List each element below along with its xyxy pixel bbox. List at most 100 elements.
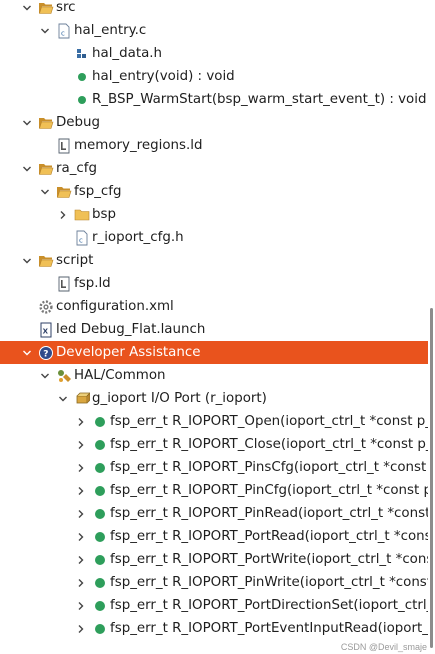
tree-row-label: hal_data.h — [92, 46, 163, 61]
expand-arrow-icon[interactable] — [39, 186, 51, 198]
expand-arrow-icon[interactable] — [21, 255, 33, 267]
expand-arrow-icon[interactable] — [21, 347, 33, 359]
tree-row-label: fsp_err_t R_IOPORT_Close(ioport_ctrl_t *… — [110, 437, 428, 452]
tree-row-label: hal_entry(void) : void — [92, 69, 235, 84]
collapse-arrow-icon[interactable] — [75, 462, 87, 474]
tree-row-hal-common[interactable]: HAL/Common — [0, 364, 428, 387]
svg-text:c: c — [61, 29, 65, 37]
collapse-arrow-icon[interactable] — [75, 577, 87, 589]
expand-arrow-icon[interactable] — [21, 117, 33, 129]
tree-row-label: R_BSP_WarmStart(bsp_warm_start_event_t) … — [92, 92, 427, 107]
folder-closed-icon — [74, 207, 90, 223]
collapse-arrow-icon[interactable] — [75, 554, 87, 566]
function-icon — [74, 69, 90, 85]
api-function-icon — [92, 414, 108, 430]
expand-arrow-icon[interactable] — [39, 25, 51, 37]
folder-open-icon — [38, 0, 54, 16]
expand-arrow-icon[interactable] — [57, 393, 69, 405]
tree-row-label: configuration.xml — [56, 299, 174, 314]
tree-row-api-portdirectionset[interactable]: fsp_err_t R_IOPORT_PortDirectionSet(iopo… — [0, 594, 428, 617]
scrollbar-thumb[interactable] — [430, 308, 433, 648]
tree-row-warmstart-function[interactable]: R_BSP_WarmStart(bsp_warm_start_event_t) … — [0, 88, 428, 111]
tree-row-label: fsp_err_t R_IOPORT_PortWrite(ioport_ctrl… — [110, 552, 428, 567]
tree-row-g-ioport[interactable]: g_ioport I/O Port (r_ioport) — [0, 387, 428, 410]
tree-row-api-pinscfg[interactable]: fsp_err_t R_IOPORT_PinsCfg(ioport_ctrl_t… — [0, 456, 428, 479]
api-function-icon — [92, 575, 108, 591]
launch-file-icon: X — [38, 322, 54, 338]
tree-row-api-porteventinputread[interactable]: fsp_err_t R_IOPORT_PortEventInputRead(io… — [0, 617, 428, 640]
folder-open-icon — [38, 253, 54, 269]
tree-row-label: script — [56, 253, 94, 268]
tree-row-label: hal_entry.c — [74, 23, 147, 38]
ld-file-icon — [56, 138, 72, 154]
collapse-arrow-icon[interactable] — [75, 416, 87, 428]
tree-row-debug[interactable]: Debug — [0, 111, 428, 134]
tree-row-label: src — [56, 0, 76, 15]
expand-arrow-icon[interactable] — [39, 370, 51, 382]
tree-row-label: bsp — [92, 207, 116, 222]
expand-arrow-icon[interactable] — [21, 2, 33, 14]
api-function-icon — [92, 437, 108, 453]
svg-text:X: X — [43, 327, 49, 335]
tree-row-label: fsp_err_t R_IOPORT_PinsCfg(ioport_ctrl_t… — [110, 460, 428, 475]
tree-row-fsp-cfg[interactable]: fsp_cfg — [0, 180, 428, 203]
tree-row-api-portread[interactable]: fsp_err_t R_IOPORT_PortRead(ioport_ctrl_… — [0, 525, 428, 548]
no-expander — [57, 232, 69, 244]
tree-row-api-pinread[interactable]: fsp_err_t R_IOPORT_PinRead(ioport_ctrl_t… — [0, 502, 428, 525]
tree-row-label: HAL/Common — [74, 368, 166, 383]
tree-row-api-portwrite[interactable]: fsp_err_t R_IOPORT_PortWrite(ioport_ctrl… — [0, 548, 428, 571]
collapse-arrow-icon[interactable] — [75, 600, 87, 612]
collapse-arrow-icon[interactable] — [57, 209, 69, 221]
tree-row-src[interactable]: src — [0, 0, 428, 19]
collapse-arrow-icon[interactable] — [75, 508, 87, 520]
hal-module-icon — [56, 368, 72, 384]
tree-row-hal-entry-c[interactable]: c hal_entry.c — [0, 19, 428, 42]
collapse-arrow-icon[interactable] — [75, 531, 87, 543]
tree-row-hal-entry-function[interactable]: hal_entry(void) : void — [0, 65, 428, 88]
expand-arrow-icon[interactable] — [21, 163, 33, 175]
vertical-scrollbar[interactable] — [428, 0, 435, 654]
folder-open-icon — [38, 115, 54, 131]
api-function-icon — [92, 483, 108, 499]
tree-row-label: led Debug_Flat.launch — [56, 322, 206, 337]
tree-row-bsp[interactable]: bsp — [0, 203, 428, 226]
tree-row-label: fsp_err_t R_IOPORT_PortDirectionSet(iopo… — [110, 598, 428, 613]
tree-row-label: fsp_err_t R_IOPORT_PinCfg(ioport_ctrl_t … — [110, 483, 428, 498]
collapse-arrow-icon[interactable] — [75, 439, 87, 451]
tree-row-ra-cfg[interactable]: ra_cfg — [0, 157, 428, 180]
tree-row-script[interactable]: script — [0, 249, 428, 272]
tree-row-label: fsp_err_t R_IOPORT_PortRead(ioport_ctrl_… — [110, 529, 428, 544]
tree-row-configuration-xml[interactable]: configuration.xml — [0, 295, 428, 318]
no-expander — [39, 278, 51, 290]
tree-row-api-pinwrite[interactable]: fsp_err_t R_IOPORT_PinWrite(ioport_ctrl_… — [0, 571, 428, 594]
tree-row-hal-data-h[interactable]: hal_data.h — [0, 42, 428, 65]
folder-open-icon — [38, 161, 54, 177]
tree-row-label: fsp_cfg — [74, 184, 122, 199]
tree-row-label: Debug — [56, 115, 101, 130]
tree-row-label: ra_cfg — [56, 161, 97, 176]
tree-row-api-close[interactable]: fsp_err_t R_IOPORT_Close(ioport_ctrl_t *… — [0, 433, 428, 456]
svg-text:?: ? — [43, 349, 48, 359]
tree-row-api-open[interactable]: fsp_err_t R_IOPORT_Open(ioport_ctrl_t *c… — [0, 410, 428, 433]
no-expander — [21, 301, 33, 313]
ld-file-icon — [56, 276, 72, 292]
api-function-icon — [92, 529, 108, 545]
api-function-icon — [92, 506, 108, 522]
tree-row-label: fsp.ld — [74, 276, 111, 291]
h-file-icon: c — [74, 230, 90, 246]
collapse-arrow-icon[interactable] — [75, 623, 87, 635]
function-icon — [74, 92, 90, 108]
no-expander — [57, 71, 69, 83]
tree-row-developer-assistance[interactable]: ?Developer Assistance — [0, 341, 428, 364]
tree-row-api-pincfg[interactable]: fsp_err_t R_IOPORT_PinCfg(ioport_ctrl_t … — [0, 479, 428, 502]
tree-row-label: fsp_err_t R_IOPORT_PinWrite(ioport_ctrl_… — [110, 575, 428, 590]
tree-row-fsp-ld[interactable]: fsp.ld — [0, 272, 428, 295]
tree-row-memory-regions-ld[interactable]: memory_regions.ld — [0, 134, 428, 157]
no-expander — [57, 94, 69, 106]
api-function-icon — [92, 552, 108, 568]
help-icon: ? — [38, 345, 54, 361]
c-file-icon: c — [56, 23, 72, 39]
collapse-arrow-icon[interactable] — [75, 485, 87, 497]
